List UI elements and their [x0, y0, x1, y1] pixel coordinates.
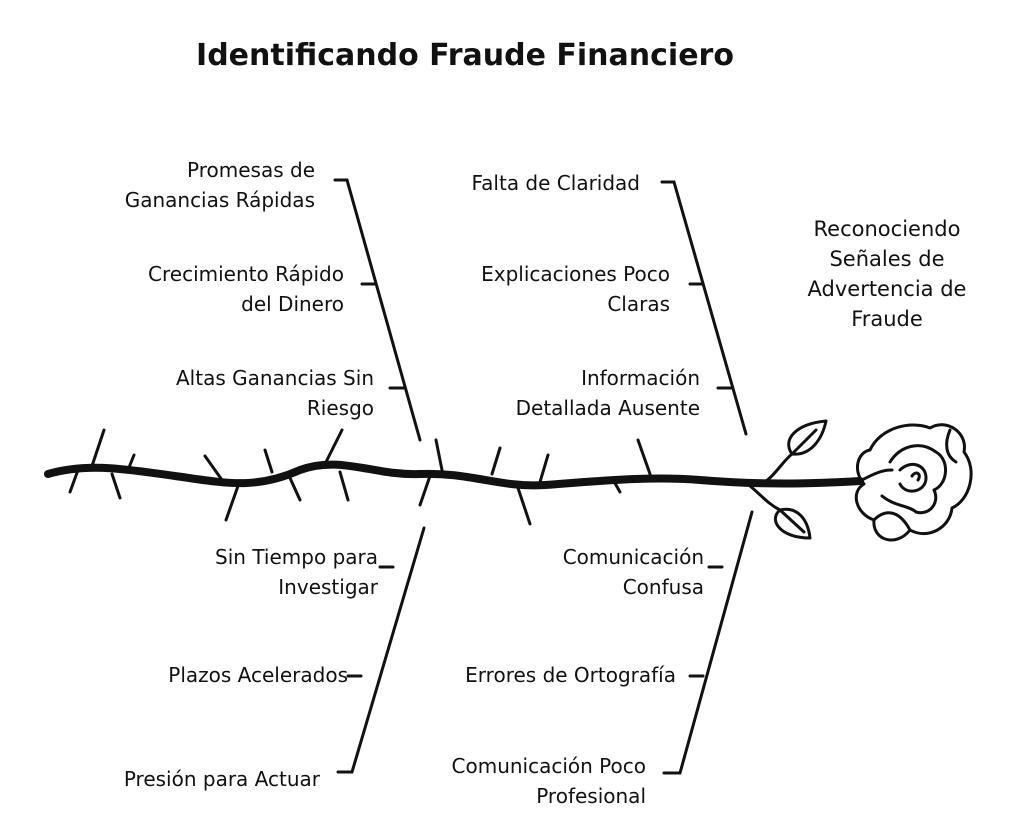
leaf-icon	[748, 419, 828, 540]
cause-label: Explicaciones Poco Claras	[481, 262, 670, 316]
bone-top-left	[333, 178, 422, 442]
cause-label: Errores de Ortografía	[465, 663, 676, 687]
cause-label: Falta de Claridad	[471, 171, 641, 195]
cause-label: Comunicación Poco Profesional	[451, 754, 646, 808]
cause-label: Presión para Actuar	[123, 767, 320, 791]
rose-flower-icon	[854, 423, 973, 542]
cause-label: Plazos Acelerados	[168, 663, 348, 687]
cause-label: Promesas de Ganancias Rápidas	[124, 158, 315, 212]
effect-label: Reconociendo Señales de Advertencia de F…	[807, 217, 967, 331]
cause-label: Altas Ganancias Sin Riesgo	[176, 366, 374, 420]
cause-label: Información Detallada Ausente	[515, 366, 700, 420]
page-title: Identificando Fraude Financiero	[196, 38, 734, 73]
bone-bottom-left	[336, 526, 426, 774]
thorny-stem-spine	[44, 428, 864, 526]
cause-label: Comunicación Confusa	[562, 545, 704, 599]
bone-bottom-right	[662, 510, 754, 775]
fishbone-bones	[333, 178, 754, 775]
cause-label: Crecimiento Rápido del Dinero	[148, 262, 344, 316]
cause-label: Sin Tiempo para Investigar	[215, 545, 378, 599]
bone-top-right	[660, 180, 748, 436]
